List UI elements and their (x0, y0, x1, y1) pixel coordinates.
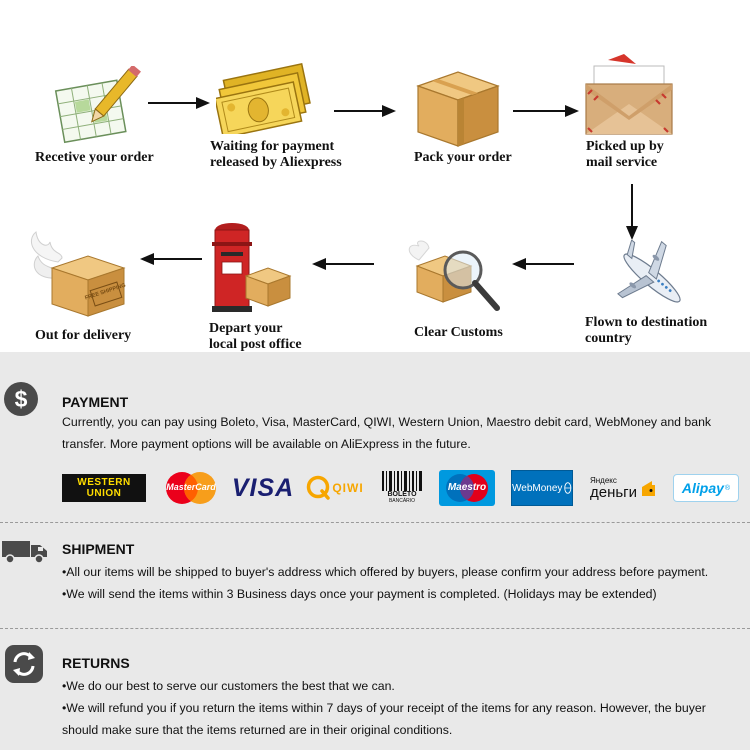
step-label-picked-up: Picked up by mail service (586, 139, 664, 170)
section-divider (0, 628, 750, 629)
airplane-icon (617, 240, 681, 303)
arrow-right-icon (513, 105, 579, 117)
svg-text:$: $ (15, 386, 28, 412)
returns-title: RETURNS (62, 655, 130, 671)
webmoney-logo: WebMoney (511, 469, 573, 507)
truck-icon (2, 541, 47, 564)
money-bills-icon (216, 62, 311, 134)
step-label-waiting-payment: Waiting for payment released by Aliexpre… (210, 139, 342, 170)
arrow-right-icon (334, 105, 396, 117)
arrow-left-icon (140, 253, 202, 265)
payment-description: Currently, you can pay using Boleto, Vis… (62, 415, 712, 451)
refresh-icon (5, 645, 43, 683)
winged-box-icon: FREE SHIPPING (31, 231, 127, 317)
qiwi-logo: QIWI (302, 469, 368, 507)
maestro-logo: Maestro (439, 469, 495, 507)
payment-title: PAYMENT (62, 394, 129, 410)
alipay-registered-mark: ® (724, 484, 731, 492)
store-policy-section (0, 352, 750, 750)
shipment-title: SHIPMENT (62, 541, 135, 557)
step-label-flown-destination: Flown to destination country (585, 315, 708, 346)
step-label-depart-post-office: Depart your local post office (209, 321, 302, 352)
barcode-icon (382, 471, 422, 491)
step-label-receive-order: Recetive your order (35, 150, 154, 165)
maestro-circles-icon (446, 474, 488, 502)
arrow-right-icon (148, 97, 210, 109)
post-box-icon (212, 223, 292, 312)
step-label-out-for-delivery: Out for delivery (35, 328, 132, 343)
visa-logo: VISA (231, 473, 295, 502)
qiwi-circle-icon (307, 475, 331, 500)
step-label-clear-customs: Clear Customs (414, 325, 503, 340)
yandex-money-logo: Яндекс деньги (586, 469, 660, 507)
alipay-logo: Alipay ® (672, 469, 740, 507)
arrow-left-icon (512, 258, 574, 270)
mastercard-logo: MasterCard (161, 469, 221, 507)
order-form-pencil-icon (54, 66, 141, 144)
arrow-left-icon (312, 258, 374, 270)
arrow-down-icon (626, 184, 638, 240)
western-union-logo: WESTERN UNION (62, 469, 146, 507)
webmoney-globe-icon (564, 482, 572, 494)
dollar-icon: $ (4, 382, 38, 416)
yandex-wallet-icon (642, 481, 656, 496)
box-magnifier-icon (408, 240, 500, 311)
step-label-pack-order: Pack your order (414, 150, 512, 165)
mastercard-circles-icon (166, 472, 216, 504)
order-process-diagram: Recetive your order Waiting for payment … (0, 0, 750, 352)
boleto-logo: BOLETO BANCÁRIO (378, 469, 426, 507)
cardboard-box-icon (416, 71, 500, 147)
section-divider (0, 522, 750, 523)
returns-description: •We do our best to serve our customers t… (62, 679, 706, 737)
shipment-description: •All our items will be shipped to buyer'… (62, 565, 709, 601)
envelope-letter-icon (585, 54, 673, 135)
